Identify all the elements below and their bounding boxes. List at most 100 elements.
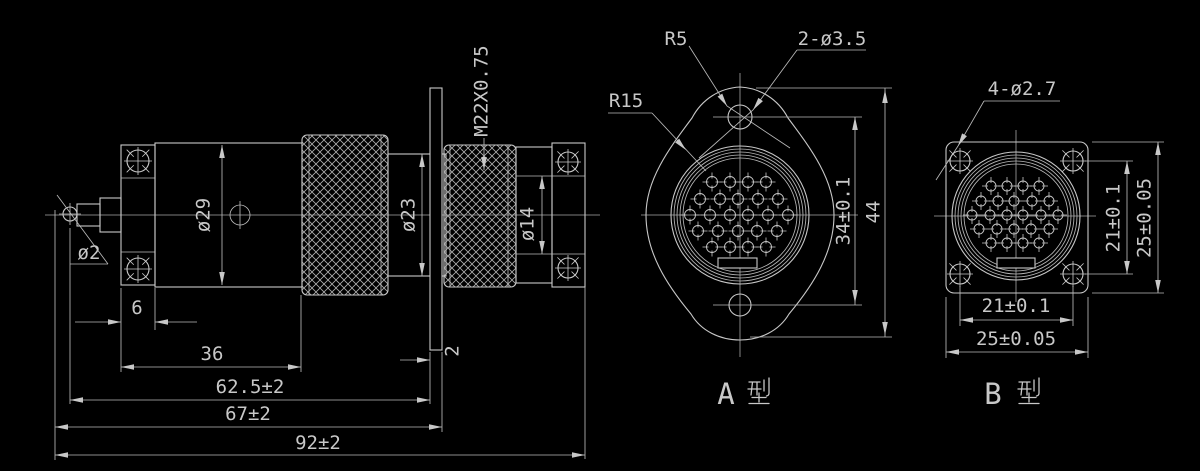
pin-ticks [702, 172, 722, 192]
pin-ticks [680, 205, 700, 225]
pin-symbol [680, 205, 700, 225]
mount-hole-target [947, 261, 973, 287]
pin-symbol [758, 205, 778, 225]
r5-label: R5 [665, 28, 688, 50]
pin-symbol [998, 206, 1016, 224]
pin-ticks [690, 189, 710, 209]
b-holes-label: 4-ø2.7 [988, 78, 1057, 100]
dimension-arrowhead [1124, 261, 1130, 274]
square-flange [945, 141, 1089, 294]
hole-cross-ticks [124, 147, 152, 175]
len92-label: 92±2 [295, 432, 341, 454]
dimension-arrowhead [121, 364, 134, 370]
dimension-arrowhead [1075, 349, 1088, 355]
hole-cross-ticks [947, 148, 973, 174]
pin-ticks [1032, 206, 1050, 224]
pin-symbol [982, 234, 1000, 252]
mounting-panel [429, 87, 443, 351]
side-view: M22X0.75 ø2 ø29 ø23 ø14 6 36 62.5±2 67±2… [45, 45, 600, 460]
dimension-arrowhead [219, 272, 225, 285]
pin-symbol [768, 189, 788, 209]
pin-ticks [982, 177, 1000, 195]
len67-label: 67±2 [225, 403, 271, 425]
pin-symbol [738, 172, 758, 192]
pin-symbol [1040, 192, 1058, 210]
hole-cross-ticks [1060, 261, 1086, 287]
pin-symbol [748, 189, 768, 209]
pin-symbol [720, 205, 740, 225]
flange-width-label: 6 [131, 297, 142, 319]
a-face-rings [670, 145, 810, 285]
pin-ticks [738, 172, 758, 192]
view-a: R5 R15 2-ø3.5 34±0.1 44 A [608, 28, 892, 411]
hole-cross-ticks [124, 255, 152, 283]
bore-lines [516, 175, 585, 255]
b-pin-field [963, 177, 1067, 252]
pin-ticks [1014, 234, 1032, 252]
pin-symbol [720, 172, 740, 192]
knurled-nut [301, 134, 389, 296]
pin-symbol [1040, 220, 1058, 238]
pin-symbol [690, 189, 710, 209]
pin-ticks [758, 205, 778, 225]
body-dia-label: ø29 [193, 198, 215, 232]
pin-symbol [1005, 220, 1023, 238]
pin-ticks [778, 205, 798, 225]
view-a-title-xing [747, 377, 770, 405]
pin-ticks [998, 177, 1016, 195]
pin-ticks [738, 237, 758, 257]
pin-symbol [998, 177, 1016, 195]
pin-symbol [1030, 177, 1048, 195]
pin-ticks [981, 206, 999, 224]
pin-ticks [1030, 234, 1048, 252]
pin-ticks [720, 172, 740, 192]
pin-symbol [738, 237, 758, 257]
a-hole-spacing-label: 34±0.1 [833, 177, 855, 246]
pin-symbol [1023, 192, 1041, 210]
pin-ticks [688, 221, 708, 241]
pin-symbol [1030, 234, 1048, 252]
mount-hole-target [124, 147, 152, 175]
pin-symbol [1014, 234, 1032, 252]
dimension-arrowhead [1155, 142, 1161, 155]
pin-ticks [720, 237, 740, 257]
b-hole-spacing-h-label: 21±0.1 [982, 295, 1051, 317]
hole-cross-ticks [555, 149, 581, 175]
pin-symbol [963, 206, 981, 224]
pin-symbol [767, 221, 787, 241]
dimension-arrowhead [852, 117, 858, 130]
pin-ticks [702, 237, 722, 257]
dimension-arrowhead [539, 241, 545, 254]
pin-ticks [1040, 220, 1058, 238]
pin-symbol [1014, 206, 1032, 224]
dimension-arrowhead [960, 317, 973, 323]
dimension-arrowhead [1060, 317, 1073, 323]
dimension-arrowhead [852, 290, 858, 303]
rear-knurl [443, 144, 517, 288]
b-size-h-label: 25±0.05 [976, 328, 1056, 350]
hole-cross-ticks [947, 261, 973, 287]
pin-ticks [982, 234, 1000, 252]
front-flange-lines [121, 177, 155, 253]
pin-ticks [988, 220, 1006, 238]
pin-ticks [963, 206, 981, 224]
pin-ticks [989, 192, 1007, 210]
pin-symbol [1032, 206, 1050, 224]
pin-symbol [982, 177, 1000, 195]
pin-ticks [756, 237, 776, 257]
pin-symbol [972, 192, 990, 210]
pin-symbol [778, 205, 798, 225]
dimension-arrowhead [882, 90, 888, 103]
dimension-arrowhead [717, 93, 727, 106]
pin-symbol [970, 220, 988, 238]
pin-symbol [728, 221, 748, 241]
thread-label: M22X0.75 [471, 45, 493, 137]
pin-ticks [1023, 192, 1041, 210]
pin-symbol [988, 220, 1006, 238]
pin-ticks [972, 192, 990, 210]
pin-ticks [708, 221, 728, 241]
dimension-arrowhead [539, 176, 545, 189]
body-length-label: 36 [201, 343, 224, 365]
diamond-flange [645, 86, 835, 341]
